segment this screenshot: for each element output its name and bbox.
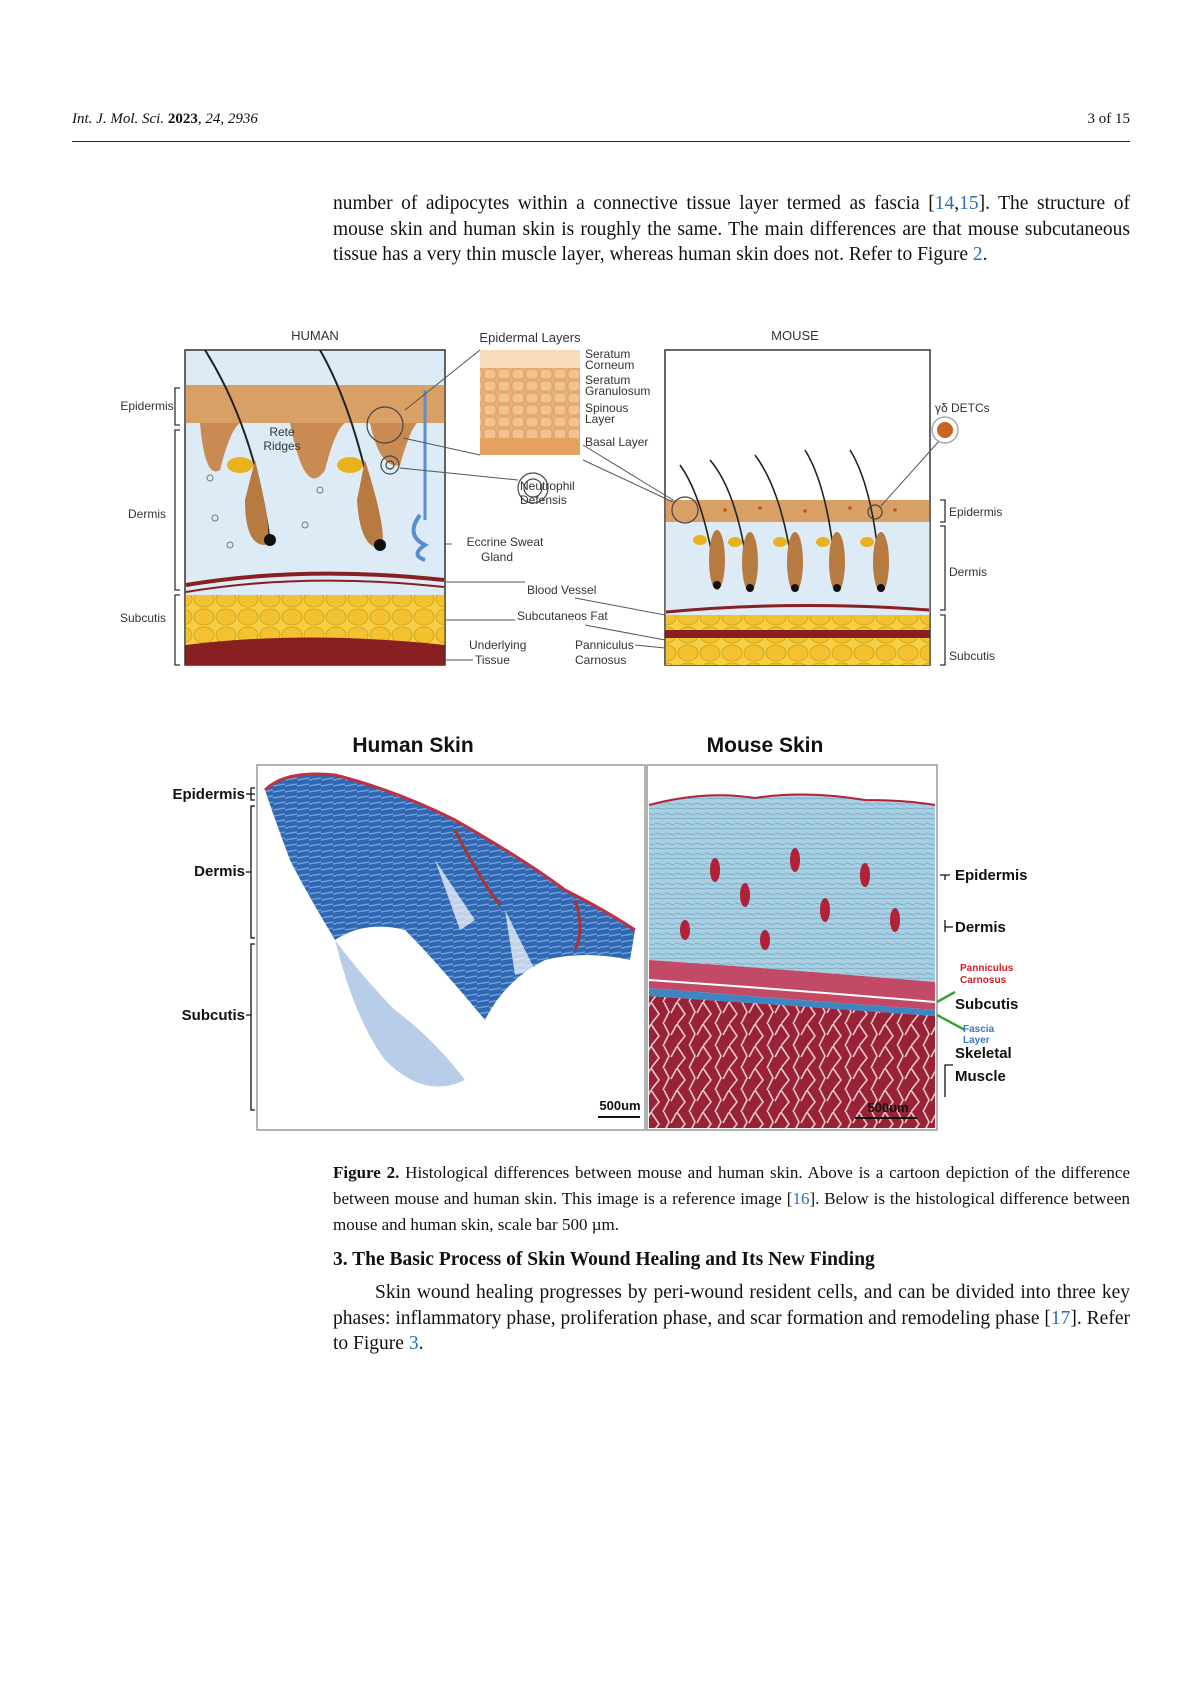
epidermal-layers-inset bbox=[399, 349, 580, 504]
journal-citation: Int. J. Mol. Sci. 2023, 24, 2936 bbox=[72, 111, 258, 127]
mouse-histo-epidermis-label: Epidermis bbox=[955, 867, 1028, 884]
citation-link-14[interactable]: 14 bbox=[934, 193, 955, 214]
layer-label-3: Granulosum bbox=[585, 384, 650, 398]
eccrine-label-2: Gland bbox=[481, 550, 513, 564]
human-scale-bar-label: 500um bbox=[599, 1098, 640, 1113]
right-epidermis-label: Epidermis bbox=[949, 505, 1002, 519]
mouse-histo-subcutis-label: Subcutis bbox=[955, 996, 1018, 1013]
paragraph-intro: number of adipocytes within a connective… bbox=[333, 193, 1130, 265]
layer-label-2: Seratum bbox=[585, 373, 630, 387]
left-dermis-label: Dermis bbox=[128, 507, 166, 521]
figure-link-3[interactable]: 3 bbox=[408, 1333, 419, 1354]
mouse-cartoon-panel bbox=[582, 349, 959, 666]
neutrophil-label-2: Defensis bbox=[520, 493, 567, 507]
layer-label-1: Corneum bbox=[585, 358, 634, 372]
underlying-label-1: Underlying bbox=[469, 638, 526, 652]
layer-label-5: Layer bbox=[585, 412, 615, 426]
blood-vessel-label: Blood Vessel bbox=[527, 583, 596, 597]
mouse-histo-fascia-label-2: Layer bbox=[963, 1035, 990, 1046]
citation-link-17[interactable]: 17 bbox=[1050, 1307, 1071, 1329]
right-brackets bbox=[940, 499, 946, 666]
mouse-cartoon-title: MOUSE bbox=[771, 328, 819, 343]
eccrine-label-1: Eccrine Sweat bbox=[467, 535, 544, 549]
right-dermis-label: Dermis bbox=[949, 565, 987, 579]
human-skin-title: Human Skin bbox=[352, 734, 473, 757]
figure-link-2[interactable]: 2 bbox=[972, 244, 983, 265]
subcutaneous-fat-label: Subcutaneos Fat bbox=[517, 609, 608, 623]
underlying-label-2: Tissue bbox=[475, 653, 510, 667]
page-number: 3 of 15 bbox=[1087, 111, 1131, 127]
mouse-histology-image bbox=[646, 764, 938, 1131]
mouse-histo-skeletal-label-2: Muscle bbox=[955, 1068, 1006, 1085]
caption-label: Figure 2. bbox=[333, 1163, 400, 1182]
page-header: Int. J. Mol. Sci. 2023, 24, 2936 3 of 15 bbox=[72, 111, 1130, 142]
panniculus-label-1: Panniculus bbox=[575, 638, 634, 652]
mouse-scale-bar-label: 500um bbox=[867, 1100, 908, 1115]
mouse-histo-skeletal-label-1: Skeletal bbox=[955, 1045, 1012, 1062]
human-histo-brackets bbox=[246, 787, 255, 1111]
rete-label-1: Rete bbox=[269, 425, 295, 439]
right-subcutis-label: Subcutis bbox=[949, 649, 995, 663]
left-brackets bbox=[174, 387, 180, 666]
paragraph-section-3: Skin wound healing progresses by peri-wo… bbox=[333, 1282, 1130, 1354]
figure-caption: Figure 2. Histological differences betwe… bbox=[333, 1163, 1130, 1234]
figure-2-graphic: HUMAN Rete Ridges Epidermis Dermis Subcu… bbox=[120, 328, 1028, 1131]
human-histology-image bbox=[256, 764, 646, 1131]
detc-label: γδ DETCs bbox=[935, 401, 990, 415]
mouse-histo-dermis-label: Dermis bbox=[955, 919, 1006, 936]
layer-label-0: Seratum bbox=[585, 347, 630, 361]
human-histo-dermis-label: Dermis bbox=[194, 863, 245, 880]
citation-link-15[interactable]: 15 bbox=[959, 193, 979, 214]
layer-label-6: Basal Layer bbox=[585, 435, 648, 449]
citation-link-16[interactable]: 16 bbox=[792, 1189, 810, 1208]
section-heading: 3. The Basic Process of Skin Wound Heali… bbox=[333, 1249, 875, 1270]
mouse-histo-fascia-label-1: Fascia bbox=[963, 1024, 995, 1035]
human-cartoon-panel bbox=[184, 349, 446, 666]
rete-label-2: Ridges bbox=[263, 439, 300, 453]
left-subcutis-label: Subcutis bbox=[120, 611, 166, 625]
layer-label-4: Spinous bbox=[585, 401, 628, 415]
human-histo-epidermis-label: Epidermis bbox=[172, 786, 245, 803]
figure-2: HUMAN Rete Ridges Epidermis Dermis Subcu… bbox=[105, 320, 1130, 1140]
mouse-histo-panniculus-label-1: Panniculus bbox=[960, 963, 1014, 974]
neutrophil-label-1: Neutrophil bbox=[520, 479, 575, 493]
epidermal-layers-title: Epidermal Layers bbox=[479, 330, 581, 345]
mouse-skin-title: Mouse Skin bbox=[707, 734, 824, 757]
human-histo-subcutis-label: Subcutis bbox=[182, 1007, 245, 1024]
panniculus-label-2: Carnosus bbox=[575, 653, 626, 667]
mouse-histo-panniculus-label-2: Carnosus bbox=[960, 975, 1007, 986]
left-epidermis-label: Epidermis bbox=[120, 399, 173, 413]
human-cartoon-title: HUMAN bbox=[291, 328, 339, 343]
